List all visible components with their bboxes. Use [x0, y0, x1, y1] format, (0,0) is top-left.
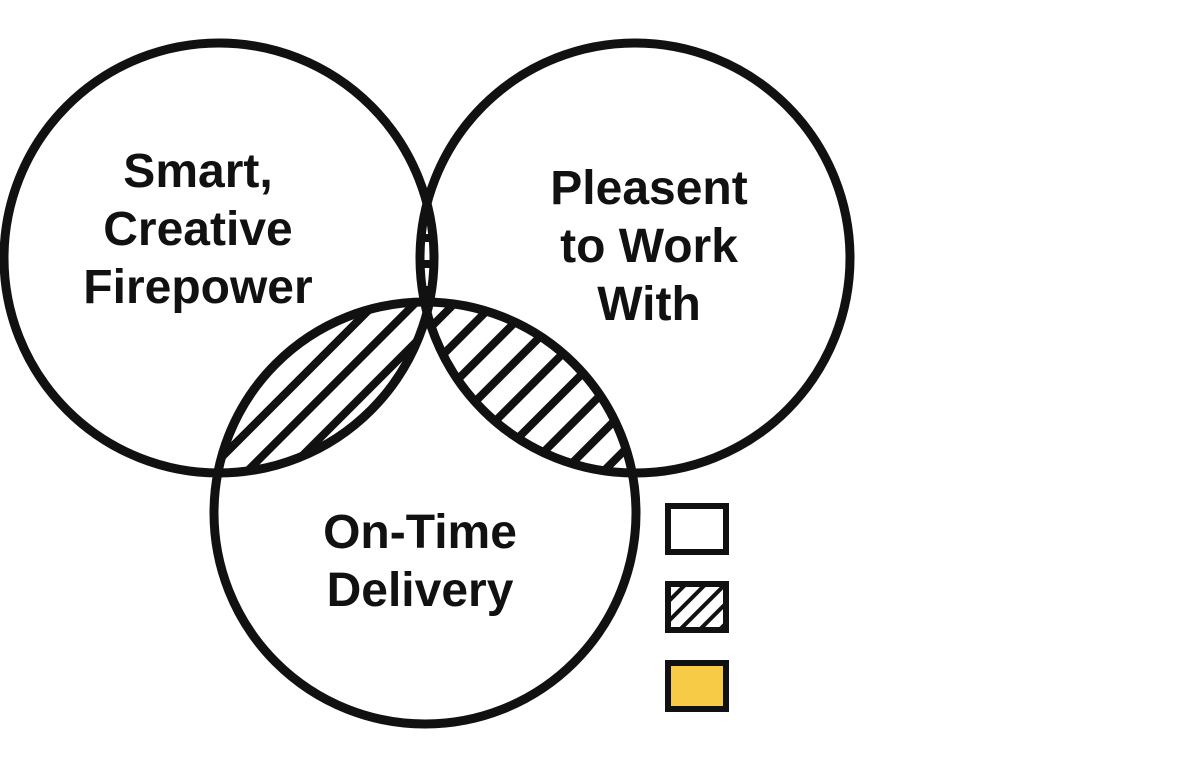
- bottom-circle-label: On-Time Delivery: [323, 506, 517, 617]
- right-circle-label: Pleasent to Work With: [550, 162, 747, 331]
- legend: [665, 503, 729, 712]
- right-label-line-2: to Work: [560, 220, 738, 273]
- right-label-line-3: With: [597, 278, 701, 331]
- bottom-label-line-1: On-Time: [323, 506, 517, 559]
- left-label-line-1: Smart,: [123, 145, 272, 198]
- bottom-label-line-2: Delivery: [327, 564, 514, 617]
- bottom-circle: [209, 297, 641, 729]
- legend-swatch-empty: [665, 503, 729, 555]
- legend-swatch-solid: [665, 660, 729, 712]
- legend-swatch-diagonal: [665, 581, 729, 633]
- left-label-line-2: Creative: [103, 203, 292, 256]
- left-circle-label: Smart, Creative Firepower: [83, 145, 312, 314]
- right-label-line-1: Pleasent: [550, 162, 747, 215]
- left-label-line-3: Firepower: [83, 261, 312, 314]
